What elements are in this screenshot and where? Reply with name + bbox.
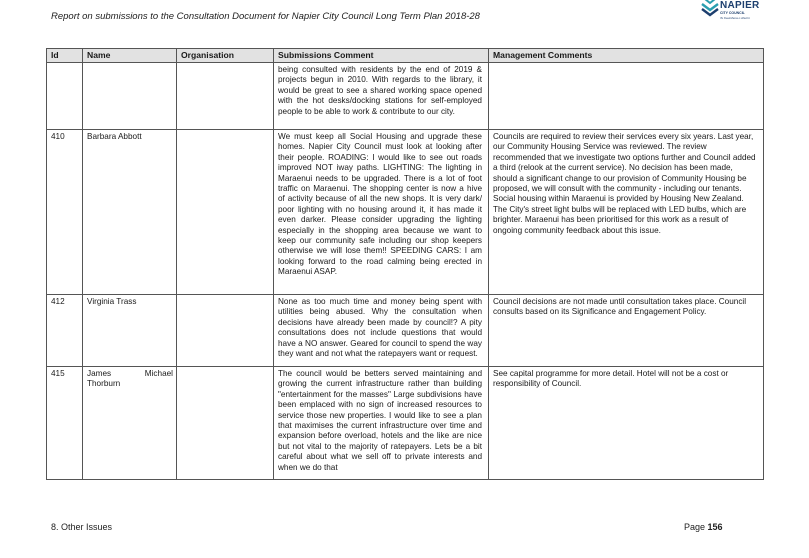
- column-header-comment: Submissions Comment: [273, 48, 489, 63]
- cell-organisation: [176, 294, 274, 367]
- cell-id: [46, 62, 83, 130]
- name-first-line: James Michael: [87, 369, 173, 379]
- table-row: 412 Virginia Trass None as too much time…: [46, 294, 764, 367]
- cell-name: James Michael Thorburn: [82, 366, 177, 480]
- cell-name: Barbara Abbott: [82, 129, 177, 295]
- column-header-management: Management Comments: [488, 48, 764, 63]
- cell-management-comment: Councils are required to review their se…: [488, 129, 764, 295]
- table-header-row: Id Name Organisation Submissions Comment…: [46, 48, 764, 63]
- column-header-id: Id: [46, 48, 83, 63]
- logo-subtitle: CITY COUNCIL: [720, 11, 745, 15]
- table-row: being consulted with residents by the en…: [46, 62, 764, 130]
- cell-name: [82, 62, 177, 130]
- table-row: 410 Barbara Abbott We must keep all Soci…: [46, 129, 764, 295]
- cell-management-comment: [488, 62, 764, 130]
- logo-tagline: Te Kaunihera o Ahuriri: [720, 16, 750, 20]
- cell-management-comment: See capital programme for more detail. H…: [488, 366, 764, 480]
- column-header-organisation: Organisation: [176, 48, 274, 63]
- logo-name: NAPIER: [720, 0, 760, 11]
- name-surname: Thorburn: [87, 379, 121, 389]
- name-given: James: [87, 369, 112, 378]
- napier-logo: NAPIER CITY COUNCIL Te Kaunihera o Ahuri…: [696, 0, 759, 24]
- cell-submission-comment: We must keep all Social Housing and upgr…: [273, 129, 489, 295]
- cell-id: 415: [46, 366, 83, 480]
- footer-page: Page 156: [684, 522, 723, 532]
- submissions-table: Id Name Organisation Submissions Comment…: [46, 48, 764, 480]
- table-row: 415 James Michael Thorburn The council w…: [46, 366, 764, 480]
- cell-name: Virginia Trass: [82, 294, 177, 367]
- page-number: 156: [707, 522, 723, 532]
- page-label: Page: [684, 522, 706, 532]
- name-middle: Michael: [144, 369, 173, 378]
- cell-organisation: [176, 129, 274, 295]
- cell-organisation: [176, 366, 274, 480]
- napier-wave-icon: [701, 0, 719, 17]
- report-title: Report on submissions to the Consultatio…: [51, 11, 480, 22]
- cell-id: 412: [46, 294, 83, 367]
- footer-section: 8. Other Issues: [51, 522, 113, 532]
- cell-submission-comment: The council would be betters served main…: [273, 366, 489, 480]
- cell-submission-comment: being consulted with residents by the en…: [273, 62, 489, 130]
- cell-management-comment: Council decisions are not made until con…: [488, 294, 764, 367]
- cell-submission-comment: None as too much time and money being sp…: [273, 294, 489, 367]
- cell-id: 410: [46, 129, 83, 295]
- cell-organisation: [176, 62, 274, 130]
- column-header-name: Name: [82, 48, 177, 63]
